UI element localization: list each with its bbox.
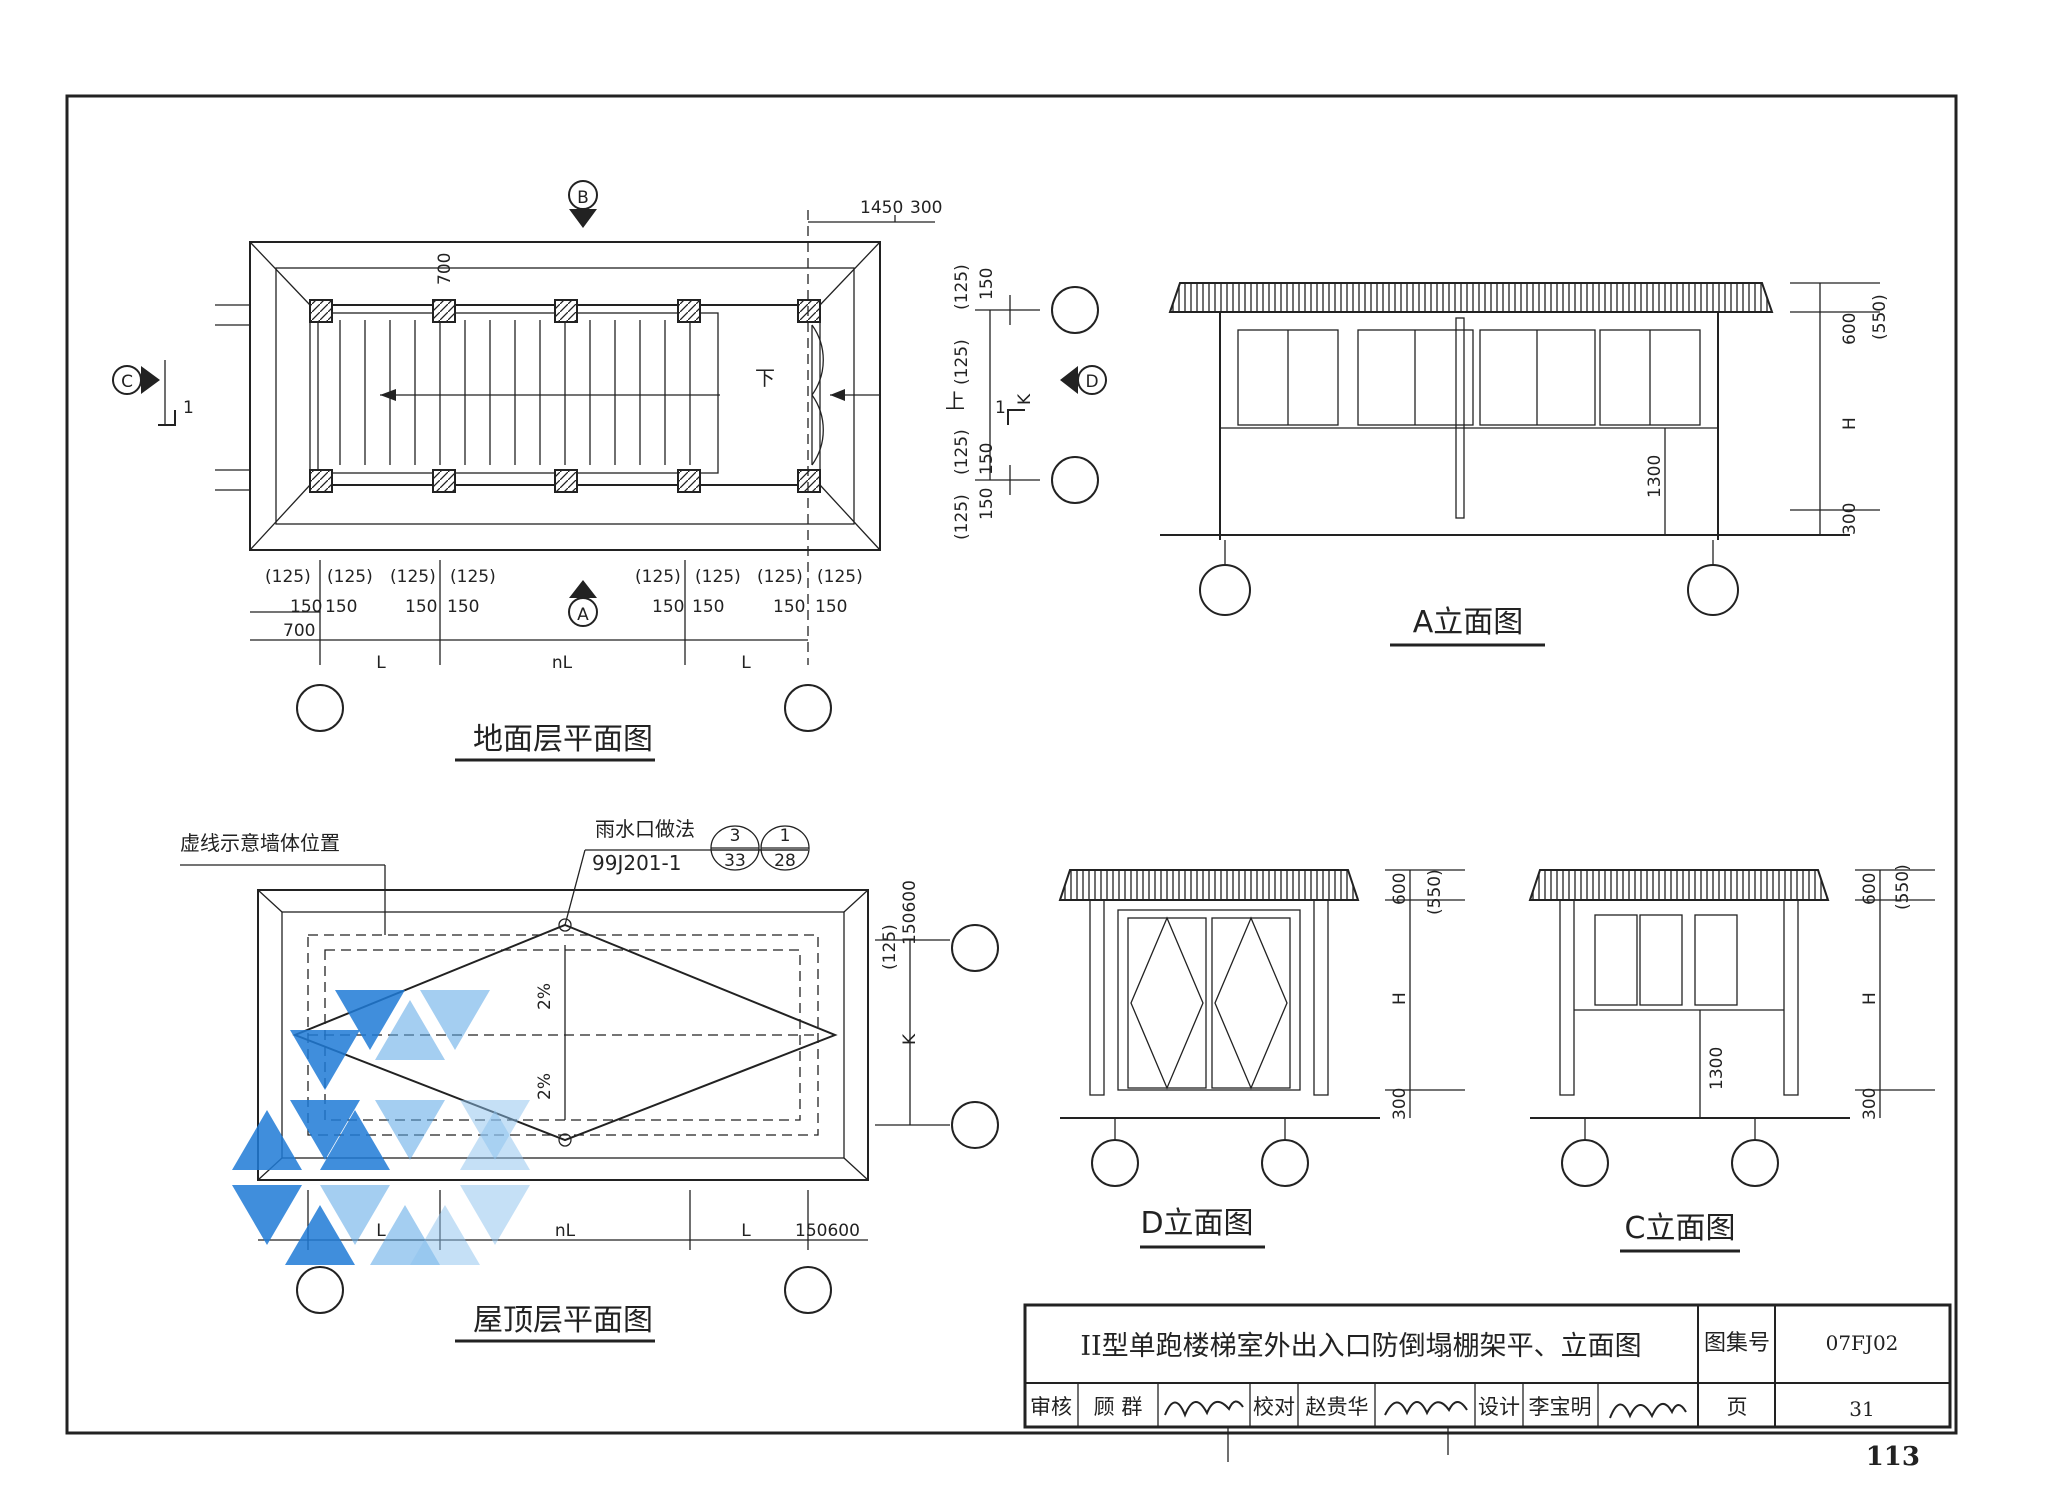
review-label: 审核 [1030,1395,1072,1419]
dim-150-r2: 150 [977,443,997,475]
elevation-a-title: A立面图 [1413,605,1524,640]
drain-note: 雨水口做法 [595,817,695,841]
dim-125-r3: (125) [952,429,972,475]
book-page-number: 113 [1866,1442,1920,1472]
axis-c-label: C [121,372,133,392]
page-number: 31 [1849,1397,1874,1421]
design-label: 设计 [1478,1395,1520,1419]
dim-125-r2: (125) [952,339,972,385]
drain-ref-a-bot: 33 [724,851,746,871]
dim-125-r1: (125) [952,264,972,310]
roof-dim-nl: nL [555,1221,576,1241]
check-label: 校对 [1253,1395,1295,1419]
wall-note: 虚线示意墙体位置 [180,831,340,855]
section-mark-left: 1 [183,398,194,418]
roof-dim-l-right: L [741,1221,751,1241]
dim-125-d: (125) [450,567,496,587]
ground-floor-plan [112,180,1107,732]
drain-ref-b-top: 1 [780,826,791,846]
dim-125-h: (125) [817,567,863,587]
dim-125-r4: (125) [952,494,972,540]
dim-150-b: 150 [325,597,357,617]
ground-plan-title: 地面层平面图 [473,722,653,757]
page-label: 页 [1727,1395,1748,1419]
dim-700: 700 [283,621,315,641]
title-block: II型单跑楼梯室外出入口防倒塌棚架平、立面图 图集号 07FJ02 审核 顾 群… [1023,1303,1952,1462]
check-name: 赵贵华 [1306,1395,1369,1419]
c-dim-550: (550) [1893,864,1913,910]
dim-150-a: 150 [290,597,322,617]
dim-150-r3: 150 [977,488,997,520]
slope-lower: 2% [535,1073,555,1100]
ground-plan-labels: B A C D 1 1 下 上 1450 300 700 L nL L (125… [121,188,1099,762]
dim-nl: nL [552,653,573,673]
c-dim-1300: 1300 [1707,1047,1727,1090]
design-name: 李宝明 [1529,1395,1592,1419]
a-dim-1300: 1300 [1645,455,1665,498]
roof-dim-150600-right: 150600 [900,880,920,945]
elevation-a: 600 (550) H 1300 300 A立面图 [1160,282,1890,647]
a-dim-h: H [1840,417,1860,430]
d-dim-300: 300 [1390,1088,1410,1120]
dim-150-f: 150 [692,597,724,617]
dim-150-r1: 150 [977,268,997,300]
dim-1450: 1450 [860,198,903,218]
drain-ref-a-top: 3 [730,826,741,846]
dim-k-plan: K [1015,393,1035,405]
axis-a-label: A [577,605,589,625]
roof-plan-title: 屋顶层平面图 [473,1303,653,1338]
up-label: 上 [945,389,965,413]
roof-dim-k: K [900,1033,920,1045]
review-signature [1164,1400,1244,1418]
dim-l-left: L [376,653,386,673]
dim-150-g: 150 [773,597,805,617]
section-mark-right: 1 [995,398,1006,418]
a-dim-550: (550) [1870,294,1890,340]
down-label: 下 [755,366,775,390]
dim-125-e: (125) [635,567,681,587]
roof-dim-l-left: L [376,1221,386,1241]
elevation-c-title: C立面图 [1625,1211,1736,1246]
a-dim-300: 300 [1840,503,1860,535]
atlas-number: 07FJ02 [1826,1331,1899,1355]
c-dim-h: H [1860,992,1880,1005]
axis-b-label: B [577,188,589,208]
dim-700-top: 700 [435,253,455,285]
a-dim-600: 600 [1840,313,1860,345]
drain-ref: 99J201-1 [592,851,681,875]
dim-125-a: (125) [265,567,311,587]
slope-upper: 2% [535,983,555,1010]
check-signature [1384,1401,1468,1416]
dim-l-right: L [741,653,751,673]
dim-150-c: 150 [405,597,437,617]
atlas-label: 图集号 [1704,1331,1770,1356]
dim-300: 300 [910,198,942,218]
dim-125-b: (125) [327,567,373,587]
roof-dim-150600-bottom: 150600 [795,1221,860,1241]
dim-150-h: 150 [815,597,847,617]
dim-125-f: (125) [695,567,741,587]
roof-dim-125: (125) [880,924,900,970]
dim-150-d: 150 [447,597,479,617]
elevation-d: 600 (550) H 300 D立面图 [1058,869,1465,1249]
dim-150-e: 150 [652,597,684,617]
dim-125-g: (125) [757,567,803,587]
d-dim-h: H [1390,992,1410,1005]
d-dim-600: 600 [1390,873,1410,905]
drawing-title: II型单跑楼梯室外出入口防倒塌棚架平、立面图 [1080,1331,1641,1362]
review-name: 顾 群 [1094,1395,1143,1419]
design-signature [1609,1403,1687,1419]
d-dim-550: (550) [1425,869,1445,915]
drain-ref-b-bot: 28 [774,851,796,871]
sheet-border [65,94,1958,1435]
stair-treads [339,320,691,465]
elevation-c: 600 (550) H 1300 300 C立面图 [1528,864,1935,1253]
elevation-d-title: D立面图 [1140,1206,1253,1241]
c-dim-300: 300 [1860,1088,1880,1120]
watermark-logo [232,990,530,1265]
c-dim-600: 600 [1860,873,1880,905]
dim-125-c: (125) [390,567,436,587]
axis-d-label: D [1085,372,1098,392]
